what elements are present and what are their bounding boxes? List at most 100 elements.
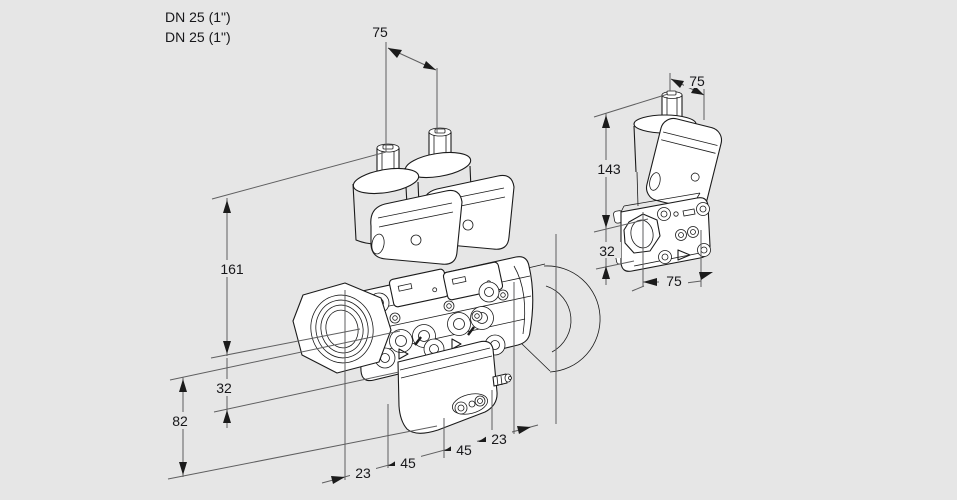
side-view-dimensions: 75 143 32 75: [592, 72, 713, 292]
corner-bolt-inner: [660, 210, 668, 218]
seat-circle-inner: [395, 335, 407, 347]
arrowhead: [388, 48, 402, 58]
corner-bolt-inner: [661, 253, 669, 261]
hex-bore: [630, 219, 654, 249]
arrowhead: [223, 410, 231, 423]
bottom-box-steps: [399, 347, 493, 379]
cover-seal: [649, 172, 661, 191]
corner-bolt-inner: [699, 205, 707, 213]
arrowhead: [602, 215, 610, 228]
dim-label-bg: [593, 242, 621, 258]
dim-label-bg: [395, 454, 421, 470]
nipple-tip-hole: [508, 376, 512, 380]
left-rocker-cover: [369, 189, 463, 265]
dn-label-1: DN 25 (1"): [165, 9, 231, 25]
cover-screw: [690, 172, 700, 182]
arrowhead: [423, 61, 436, 70]
dim-main-height-label: 161: [220, 261, 244, 277]
spindle-slot: [666, 90, 677, 96]
terminal-slot: [682, 208, 696, 217]
arrowhead: [179, 462, 187, 475]
dim-main-axis-offset-label: 32: [216, 380, 232, 396]
sv-body: [613, 192, 711, 272]
test-point-inner: [500, 292, 506, 298]
body-top-face: [620, 192, 701, 213]
cover-screw: [673, 211, 679, 217]
port-circle-inner: [457, 404, 465, 412]
side-view-drawing: [613, 90, 723, 272]
test-point-inner: [678, 232, 684, 238]
test-point-inner: [690, 229, 696, 235]
flow-triangle-icon: [451, 338, 462, 350]
inlet-flange: [292, 282, 392, 374]
outlet-flange-inner-arc: [545, 285, 572, 353]
dim-main-base-height-label: 82: [172, 413, 188, 429]
flow-triangle-icon: [677, 249, 691, 261]
thread-ring: [315, 299, 369, 359]
arrowhead: [331, 476, 345, 484]
dim-main-top-width-label: 75: [372, 24, 388, 40]
dim-sv-axis-offset-label: 32: [599, 243, 615, 259]
dim-label-bg: [660, 272, 688, 288]
arrowhead: [602, 266, 610, 279]
dim-label-bg: [451, 441, 477, 457]
main-view-drawing: [292, 127, 601, 434]
nipple-body: [492, 373, 508, 387]
flow-slash-icon: [414, 336, 422, 346]
dim-label-bg: [486, 430, 512, 446]
arrowhead: [671, 79, 684, 88]
outlet-flange-links: [521, 263, 551, 372]
main-view-dimensions: 75 161 32 82 23 45 45 23: [166, 24, 557, 484]
seat-circle-inner: [453, 318, 465, 330]
arrowhead: [223, 200, 231, 213]
dn-label-2: DN 25 (1"): [165, 29, 231, 45]
outlet-flange-arc: [521, 263, 601, 373]
test-point-inner: [392, 315, 398, 321]
dim-sv-top-width-label: 75: [689, 73, 705, 89]
dim-chain-extension-lines: [344, 234, 557, 480]
arrowhead: [517, 426, 531, 434]
dim-label-bg: [684, 72, 710, 88]
test-points: [389, 289, 509, 324]
flow-slash-icon: [467, 326, 475, 336]
arrowhead: [699, 272, 713, 280]
terminal-slot: [451, 276, 467, 285]
yoke-line: [636, 171, 639, 207]
bottom-box: [397, 340, 512, 434]
port-circle: [468, 400, 476, 408]
arrowhead: [223, 341, 231, 354]
arrowhead: [691, 86, 704, 95]
dim-sv-bottom-width-label: 75: [666, 273, 682, 289]
nipple-hex-lines: [496, 375, 503, 387]
dim-chain-label-3: 45: [456, 442, 472, 458]
terminal-slot: [397, 283, 413, 292]
arrowhead: [602, 115, 610, 128]
terminal-box-left: [388, 268, 450, 308]
flow-triangle-icon: [398, 348, 409, 360]
dim-label-bg: [166, 412, 194, 429]
test-point-inner: [446, 303, 452, 309]
seat-circle-inner: [418, 330, 430, 342]
dim-chain-label-2: 45: [400, 455, 416, 471]
arrowhead: [179, 379, 187, 392]
dim-sv-height-label: 143: [597, 161, 621, 177]
corner-bolt-inner: [700, 246, 708, 254]
arrowhead: [643, 278, 657, 286]
dim-chain-label-1: 23: [355, 465, 371, 481]
dim-chain-label-4: 23: [491, 431, 507, 447]
thread-ring: [325, 309, 359, 349]
flow-markers: [398, 326, 475, 360]
dim-label-bg: [214, 260, 250, 277]
cover-ridges: [661, 131, 718, 154]
thread-ring: [320, 304, 364, 354]
corner-bolt-inner: [484, 287, 494, 297]
terminal-screw: [432, 287, 438, 293]
body-right-arc: [513, 265, 526, 335]
port-circle-inner: [477, 398, 483, 404]
connection-labels: DN 25 (1") DN 25 (1"): [165, 9, 231, 45]
test-point-inner: [474, 313, 480, 319]
dim-label-bg: [350, 464, 376, 480]
outlet-flange-outer-arc: [543, 265, 601, 373]
